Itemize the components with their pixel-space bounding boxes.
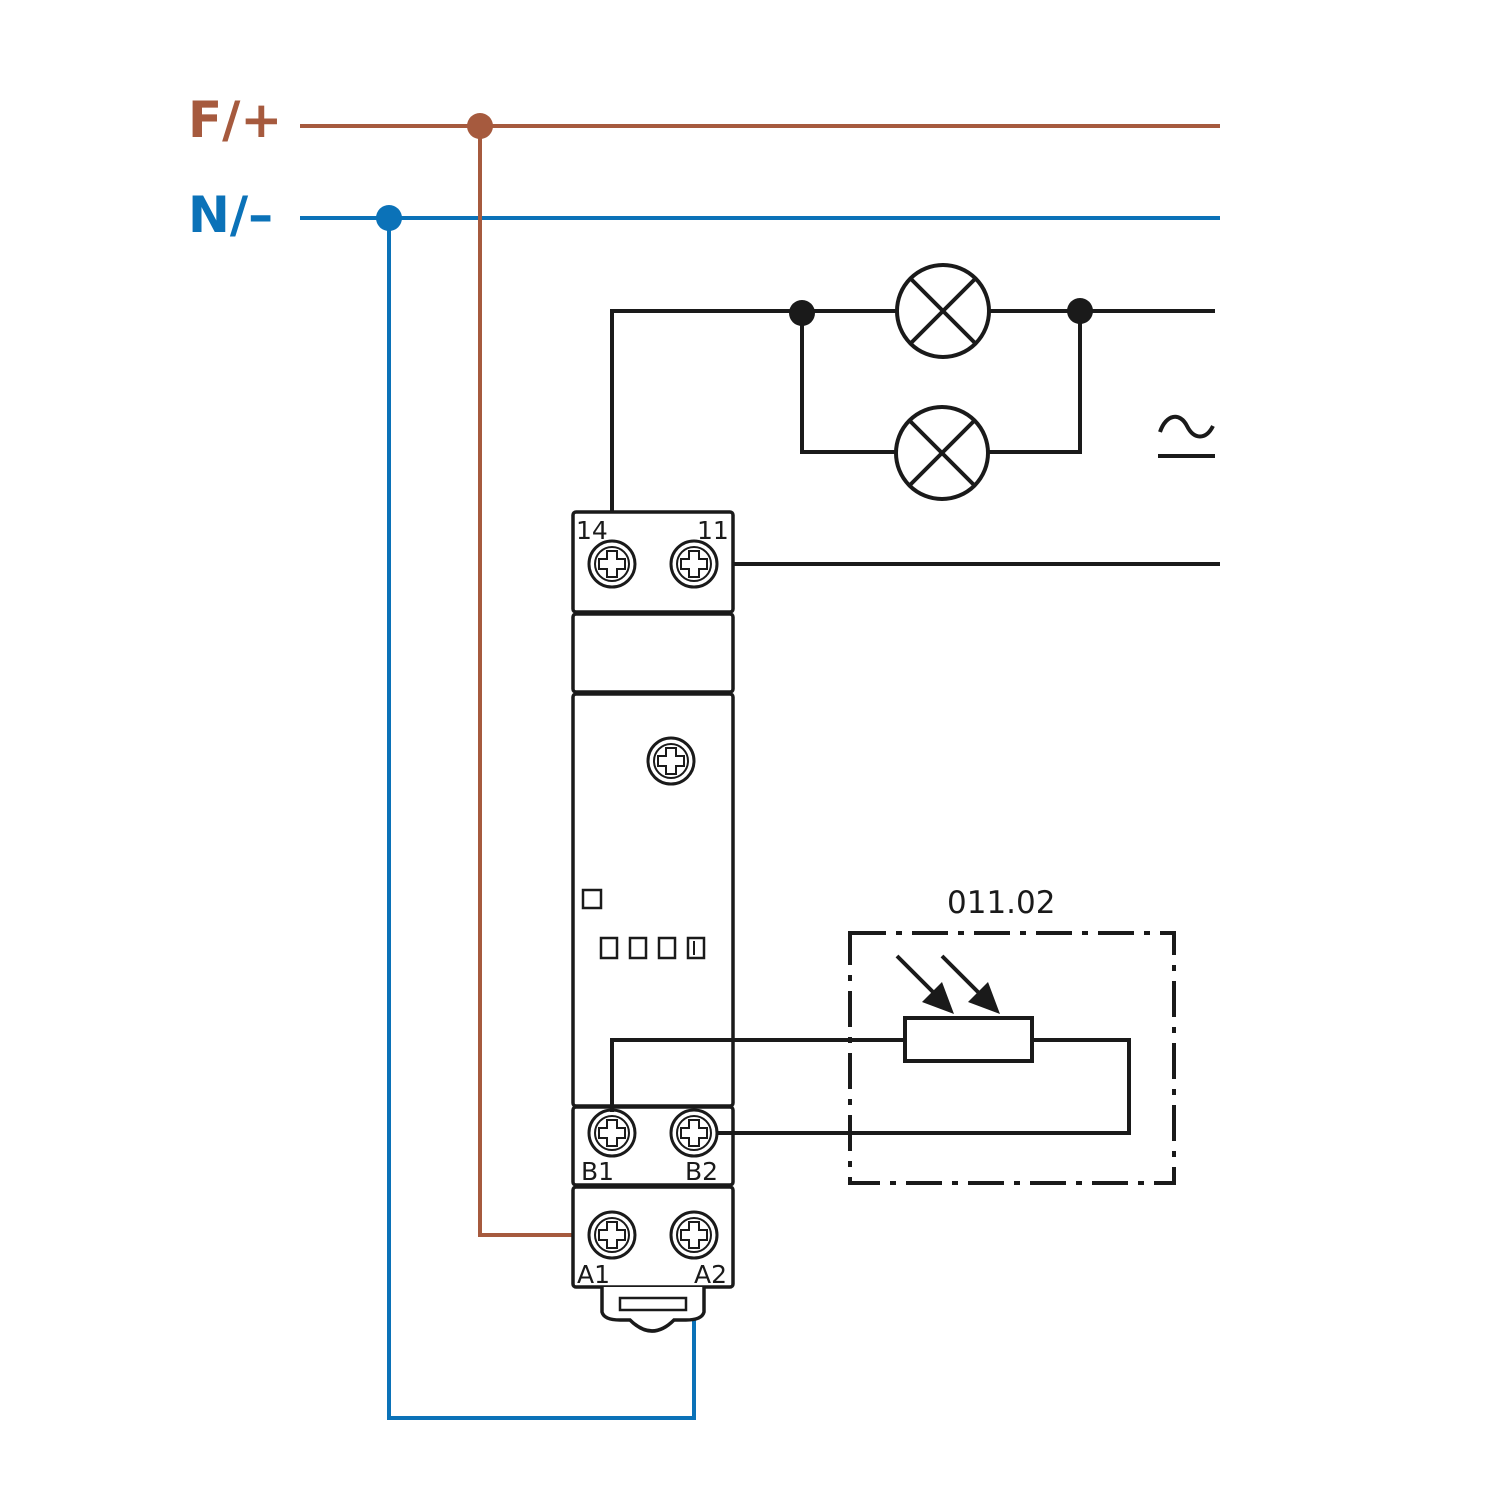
sensor-label: 011.02 — [947, 885, 1055, 921]
neutral-junction — [376, 205, 402, 231]
screw-terminals — [587, 539, 719, 1260]
load-wire-parallel-right — [988, 311, 1082, 454]
lamp-icon — [895, 263, 991, 359]
screw-terminal-icon — [669, 1210, 719, 1260]
neutral-wire-a2 — [387, 218, 696, 1420]
sensor-wire-b2 — [718, 1038, 1131, 1135]
relay-module — [571, 510, 735, 1333]
phase-wire-a1 — [478, 126, 590, 1237]
screw-terminal-icon — [587, 539, 637, 589]
terminal-a1-label: A1 — [577, 1260, 610, 1289]
load-junction-right — [1067, 298, 1093, 324]
terminal-11-label: 11 — [697, 516, 729, 545]
terminal-b1-label: B1 — [581, 1157, 614, 1186]
terminal-14-label: 14 — [576, 516, 608, 545]
neutral-rail-label: N/– — [188, 186, 273, 244]
dip-switch — [628, 936, 648, 960]
load-wire-parallel — [800, 311, 895, 454]
sensor-enclosure — [848, 931, 1176, 1185]
dip-switch — [686, 936, 706, 960]
sensor-wire-b1 — [610, 1038, 905, 1112]
screw-terminal-icon — [587, 1108, 637, 1158]
dip-switch — [599, 936, 619, 960]
ac-supply-symbol — [1158, 415, 1215, 458]
status-indicator — [581, 888, 603, 910]
load-junction-left — [789, 300, 815, 326]
dip-switch — [657, 936, 677, 960]
terminal-a2-label: A2 — [694, 1260, 727, 1289]
lamp-icon — [894, 405, 990, 501]
screw-terminal-icon — [646, 736, 696, 786]
phase-junction — [467, 113, 493, 139]
screw-terminal-icon — [669, 539, 719, 589]
screw-terminal-icon — [669, 1108, 719, 1158]
phase-rail-label: F/+ — [188, 91, 282, 149]
photoresistor-icon — [895, 954, 1034, 1063]
terminal-b2-label: B2 — [685, 1157, 718, 1186]
screw-terminal-icon — [587, 1210, 637, 1260]
